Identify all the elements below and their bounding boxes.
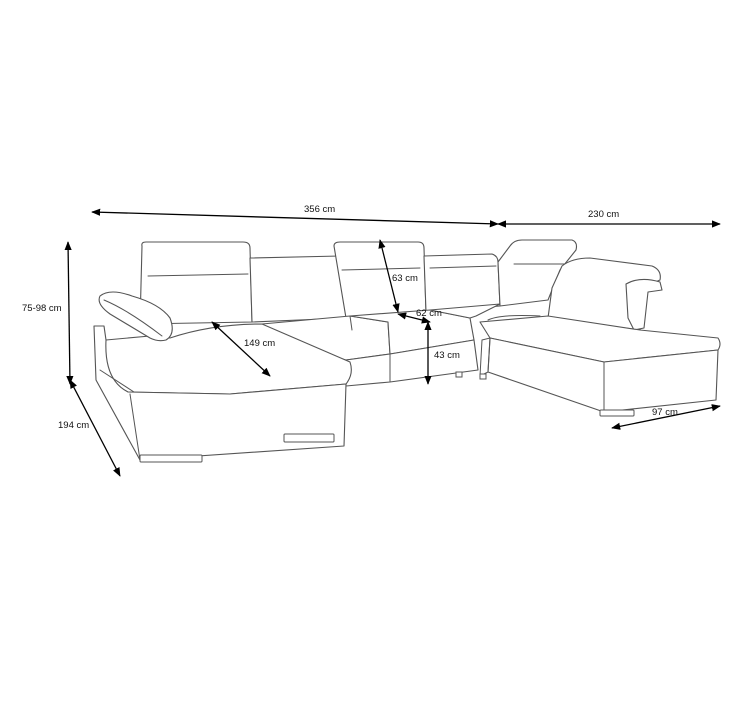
dim-arrow-seat-depth	[397, 312, 431, 324]
dim-arrow-left-depth	[69, 379, 121, 477]
dim-arrow-right-depth	[611, 404, 721, 430]
total-width-label: 356 cm	[304, 204, 336, 215]
chaise-length-label: 149 cm	[244, 338, 276, 349]
right-depth-label: 97 cm	[652, 407, 678, 418]
center-back-cushion	[249, 255, 347, 323]
seat-depth-label: 62 cm	[416, 308, 442, 319]
left-chaise-feet	[139, 433, 335, 463]
dim-arrow-height	[64, 241, 74, 385]
height-range-label: 75-98 cm	[22, 303, 62, 314]
seat-height-label: 43 cm	[434, 350, 460, 361]
dim-arrow-chaise-length	[211, 321, 271, 377]
left-depth-label: 194 cm	[58, 420, 90, 431]
right-chaise-front	[479, 337, 719, 413]
dim-arrow-backrest-height	[378, 239, 400, 313]
right-width-label: 230 cm	[588, 209, 620, 220]
right-armrest	[625, 278, 663, 331]
left-armrest	[98, 291, 173, 342]
backrest-height-label: 63 cm	[392, 273, 418, 284]
left-back-cushion	[139, 241, 253, 325]
right-back-cushion	[423, 253, 501, 313]
dim-arrow-total-width	[91, 208, 499, 228]
